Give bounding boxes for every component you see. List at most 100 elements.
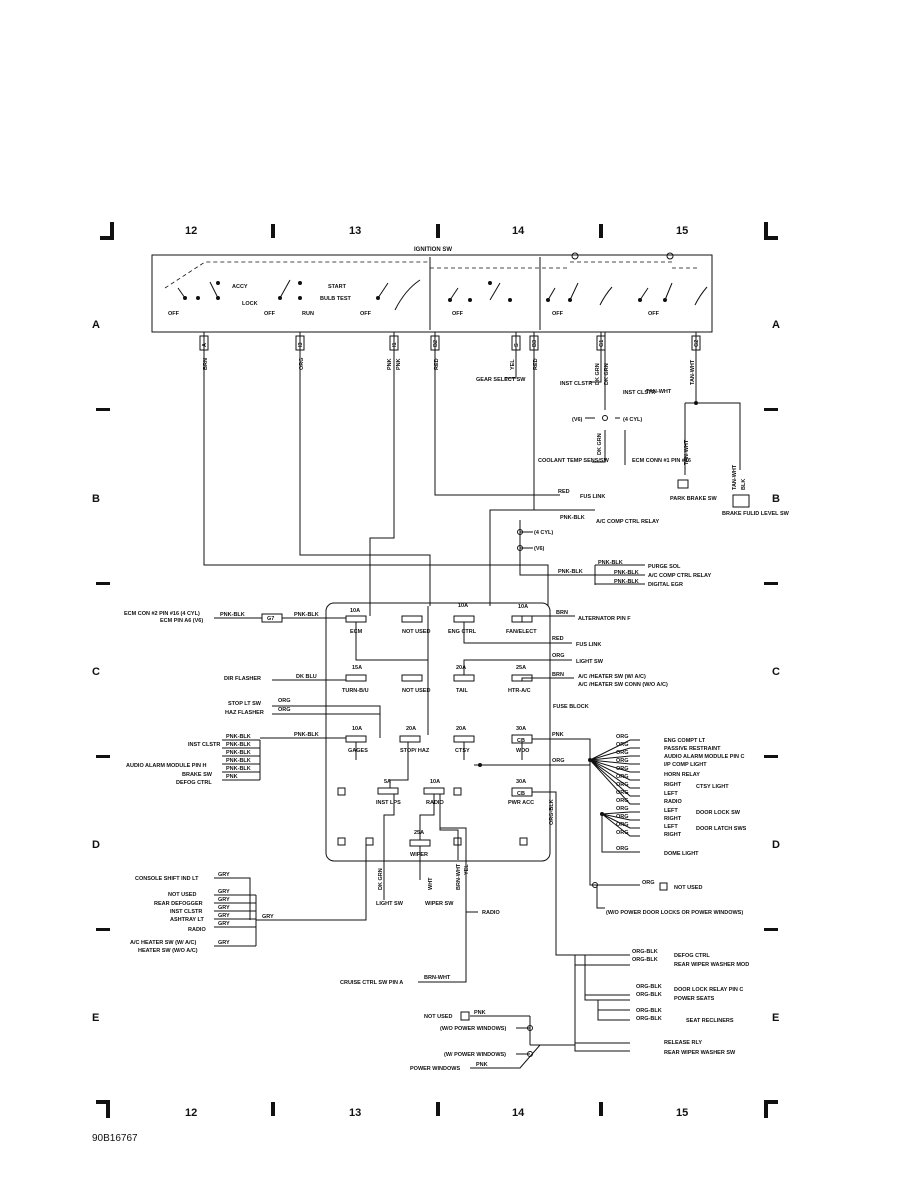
label-radio-2: RADIO (482, 910, 500, 916)
pin-a: A (202, 343, 208, 347)
row-e-left: E (92, 1012, 99, 1024)
label-ac-comp-relay-2: A/C COMP CTRL RELAY (648, 573, 711, 579)
fuse-not-used-1 (401, 615, 423, 623)
label-pnk-blk-3: PNK-BLK (598, 560, 623, 566)
tick-bottom-1 (271, 1102, 275, 1116)
wire-dkgrn-1 (590, 332, 602, 383)
label-audio-alarm-c: AUDIO ALARM MODULE PIN C (664, 754, 744, 760)
fuse-row-2: 15A TURN-B/U NOT USED 20A TAIL 25A HTR-A… (342, 665, 533, 694)
tick-left-2 (96, 582, 110, 585)
label-fus-link-2: FUS LINK (576, 642, 601, 648)
corner-mark-br (764, 1100, 778, 1118)
label-gry-7: GRY (218, 940, 230, 946)
label-pnk-blk-2: PNK-BLK (558, 569, 583, 575)
label-ecm-conn: ECM CONN #1 PIN #16 (632, 458, 691, 464)
label-audio-alarm: AUDIO ALARM MODULE PIN H (126, 763, 206, 769)
switch-off-5: OFF (552, 311, 564, 317)
label-pnk-blk-l5: PNK-BLK (226, 766, 251, 772)
label-inst-clstr-2: INST CLSTR (623, 390, 655, 396)
label-ashtray-lt: ASHTRAY LT (170, 917, 204, 923)
wire-label-brn: BRN (203, 358, 209, 370)
label-heater-sw-l: HEATER SW (W/O A/C) (138, 948, 198, 954)
fuse-internal-wires (355, 606, 523, 905)
cb-pwr-acc: CB (517, 791, 525, 797)
corner-marks (96, 222, 778, 1118)
label-radio-l: RADIO (188, 927, 206, 933)
tick-top-1 (271, 224, 275, 238)
fuse-name-stop: STOP/ HAZ (400, 748, 430, 754)
svg-text:ORG: ORG (616, 766, 629, 772)
label-passive-restraint: PASSIVE RESTRAINT (664, 746, 721, 752)
label-inst-clstr-1: INST CLSTR (560, 381, 592, 387)
label-rear-wiper-sw: REAR WIPER WASHER SW (664, 1050, 736, 1056)
label-cruise-ctrl: CRUISE CTRL SW PIN A (340, 980, 403, 986)
label-red-r: RED (552, 636, 564, 642)
zone-labels: 12 13 14 15 12 13 14 15 (185, 225, 688, 1119)
label-light-sw-r: LIGHT SW (576, 659, 604, 665)
switch-lock: LOCK (242, 301, 258, 307)
wire-label-dkgrn-2: DK GRN (604, 363, 610, 385)
fuse-amp-stop: 20A (406, 726, 416, 732)
ignition-switch-box (151, 254, 713, 333)
fuse-amp-inst-lps: 5A (384, 779, 391, 785)
wire-pnk (369, 332, 395, 606)
label-rear-wiper-mod: REAR WIPER WASHER MOD (674, 962, 749, 968)
fuse-name-not-used-2: NOT USED (402, 688, 430, 694)
fuse-tail (453, 674, 475, 682)
fuse-name-wiper: WIPER (410, 852, 428, 858)
zone-14-bottom: 14 (512, 1107, 525, 1119)
label-left-1: LEFT (664, 791, 678, 797)
switch-contacts (183, 281, 667, 302)
tick-left-3 (96, 755, 110, 758)
wire-ctsy (474, 745, 591, 800)
label-tan-wht-3: TAN-WHT (732, 464, 738, 490)
svg-text:ORG: ORG (616, 790, 629, 796)
svg-text:ORG: ORG (616, 846, 629, 852)
right-org-fan: ORG ORG ORG ORG ORG ORG ORG ORG ORG ORG … (589, 734, 640, 886)
fuse-row-4: 5A INST LPS 10A RADIO 30A CB PWR ACC 25A… (376, 779, 534, 858)
label-v6-2: (V6) (534, 546, 545, 552)
label-seat-recliners: SEAT RECLINERS (686, 1018, 734, 1024)
label-ctsy-light: CTSY LIGHT (696, 784, 729, 790)
label-purge-sol: PURGE SOL (648, 564, 681, 570)
tick-right-1 (764, 408, 778, 411)
label-left-3: LEFT (664, 824, 678, 830)
label-wo-power: (W/O POWER DOOR LOCKS OR POWER WINDOWS) (606, 910, 743, 916)
fuse-name-not-used-1: NOT USED (402, 629, 430, 635)
row-b-left: B (92, 493, 100, 505)
svg-text:ORG: ORG (616, 798, 629, 804)
label-door-latch: DOOR LATCH SWS (696, 826, 747, 832)
label-ac-comp-relay: A/C COMP CTRL RELAY (596, 519, 659, 525)
wire-pwr-acc (532, 791, 575, 956)
wire-gry-bus (214, 845, 367, 947)
switch-bulb-test: BULB TEST (320, 296, 352, 302)
label-v6: (V6) (572, 417, 583, 423)
label-dk-grn-l: DK GRN (378, 868, 384, 890)
wire-pnk-blk-fan (594, 564, 645, 585)
label-gry-6: GRY (218, 921, 230, 927)
label-dk-blu: DK BLU (296, 674, 317, 680)
label-dir-flasher: DIR FLASHER (224, 676, 261, 682)
tick-left-4 (96, 928, 110, 931)
org-blk-fan: ORG-BLK ORG-BLK ORG-BLK ORG-BLK ORG-BLK … (574, 949, 662, 1052)
switch-start: START (328, 284, 347, 290)
label-4cyl-2: (4 CYL) (534, 530, 553, 536)
switch-off-2: OFF (264, 311, 276, 317)
fuse-row-1: 10A ECM NOT USED 10A ENG CTRL 10A FAN/EL… (345, 603, 537, 635)
switch-off-6: OFF (648, 311, 660, 317)
row-c-right: C (772, 666, 780, 678)
wire-label-dkgrn-1: DK GRN (595, 363, 601, 385)
switch-contact-arc-2 (599, 286, 613, 306)
tick-right-4 (764, 928, 778, 931)
label-door-lock-relay: DOOR LOCK RELAY PIN C (674, 987, 743, 993)
fuse-name-pwr-acc: PWR ACC (508, 800, 534, 806)
svg-text:ORG: ORG (616, 750, 629, 756)
fuse-block: FUSE BLOCK 10A ECM NOT USED 10A ENG CTRL… (325, 602, 589, 905)
label-gry-2: GRY (218, 889, 230, 895)
label-pnk-blk-1: PNK-BLK (560, 515, 585, 521)
svg-text:ORG-BLK: ORG-BLK (632, 957, 658, 963)
label-brn-r: BRN (556, 610, 568, 616)
fuse-block-outline (325, 602, 551, 862)
fuse-amp-radio: 10A (430, 779, 440, 785)
label-left-2: LEFT (664, 808, 678, 814)
